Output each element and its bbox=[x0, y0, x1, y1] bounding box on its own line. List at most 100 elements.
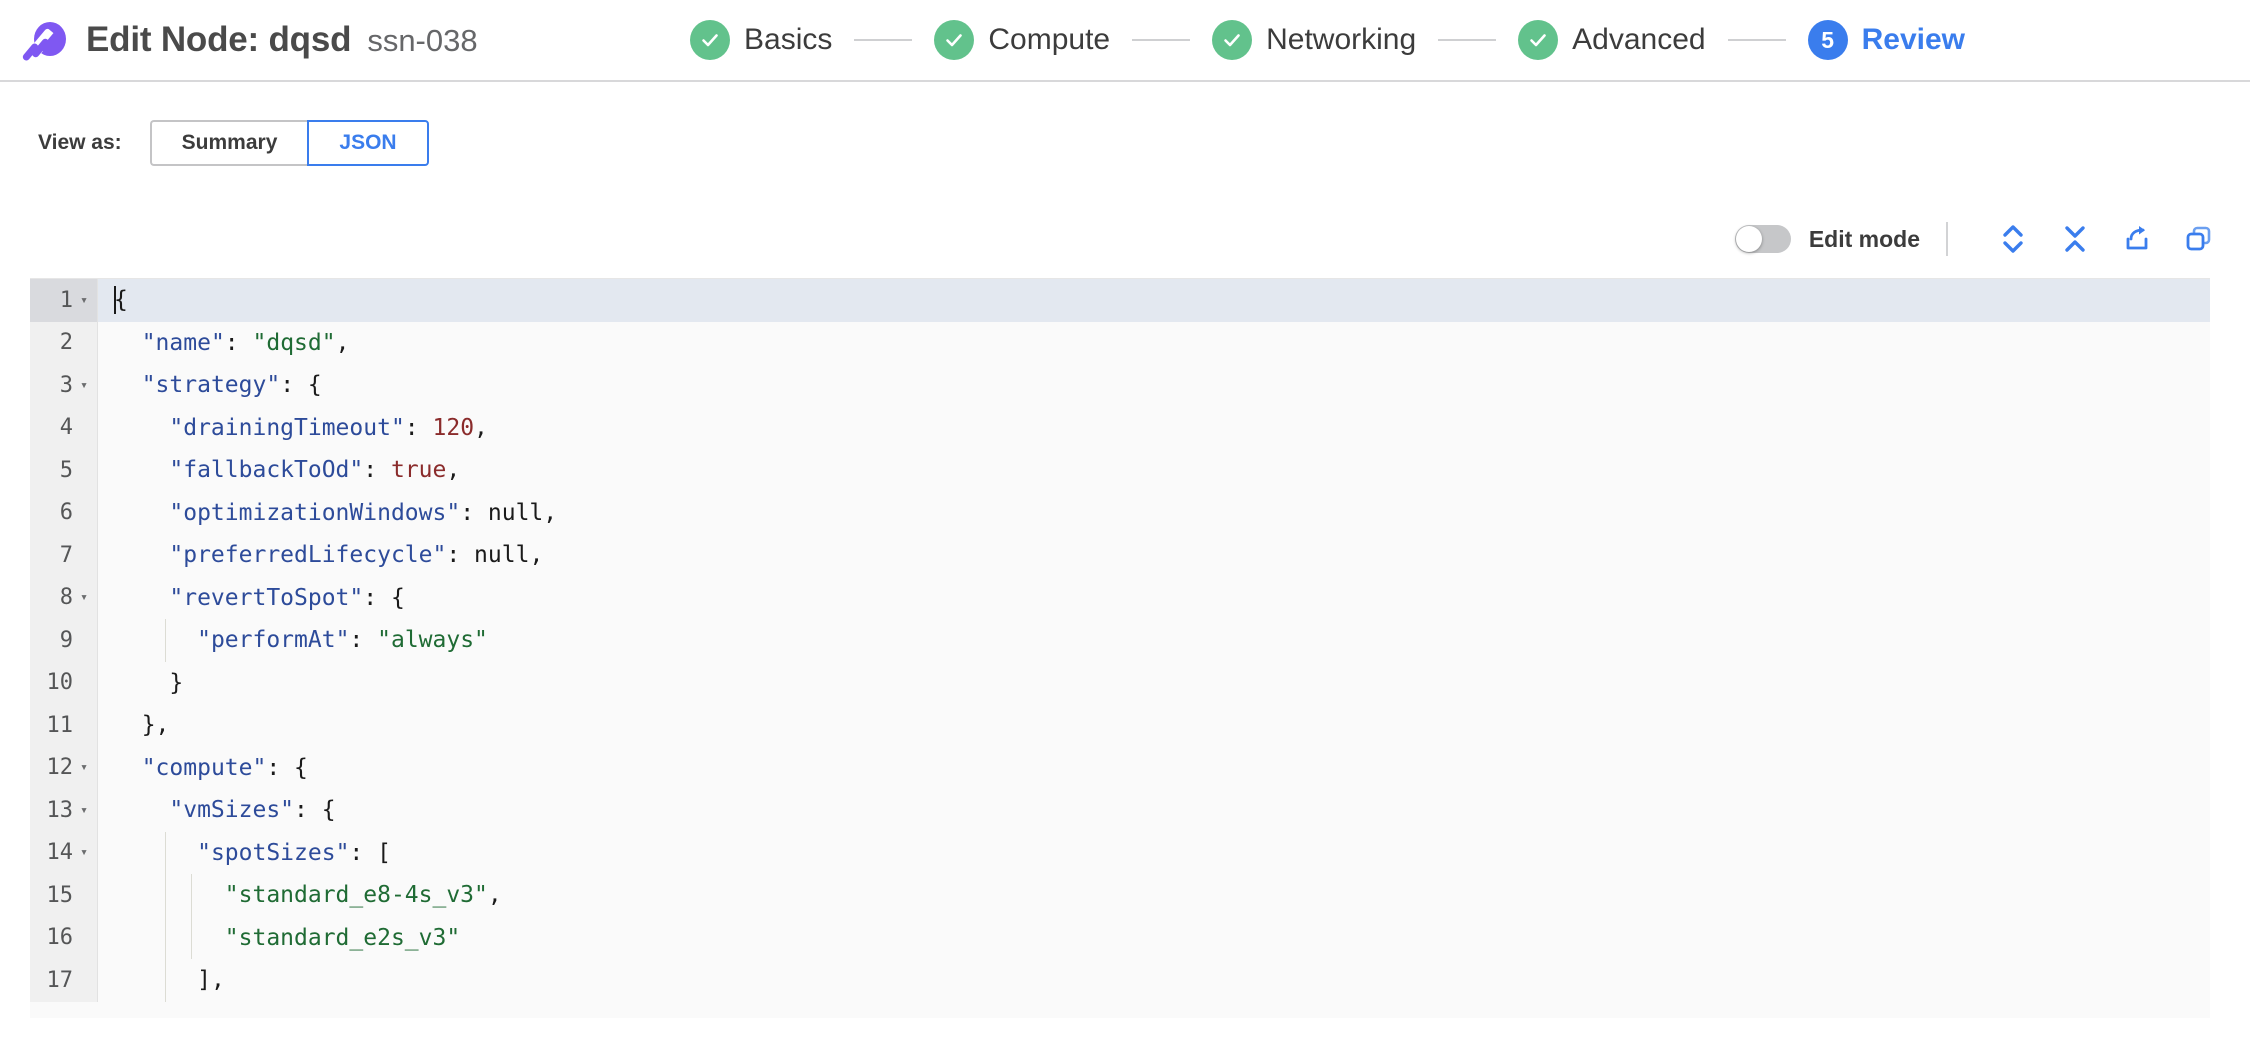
code-text[interactable]: "preferredLifecycle": null, bbox=[98, 534, 2210, 577]
code-line[interactable]: 17 ], bbox=[30, 959, 2210, 1002]
code-text[interactable]: "standard_e2s_v3" bbox=[98, 916, 2210, 959]
view-as-row: View as: Summary JSON bbox=[0, 82, 2250, 166]
json-token-key: "performAt" bbox=[197, 627, 350, 654]
stepper-item-basics[interactable]: Basics bbox=[690, 20, 832, 60]
code-line[interactable]: 16 "standard_e2s_v3" bbox=[30, 916, 2210, 959]
stepper-item-networking[interactable]: Networking bbox=[1212, 20, 1416, 60]
collapse-all-icon[interactable] bbox=[2052, 219, 2098, 259]
line-number: 16 bbox=[46, 925, 74, 951]
indent-space bbox=[114, 372, 142, 398]
indent-guide bbox=[165, 619, 166, 662]
json-token-key: "revertToSpot" bbox=[169, 584, 364, 611]
line-number: 6 bbox=[59, 500, 73, 526]
fold-toggle-icon[interactable]: ▾ bbox=[80, 292, 88, 308]
code-line[interactable]: 4 "drainingTimeout": 120, bbox=[30, 406, 2210, 450]
code-text[interactable]: "standard_e8-4s_v3", bbox=[98, 874, 2210, 917]
line-number: 5 bbox=[59, 457, 73, 483]
line-number: 12 bbox=[46, 755, 74, 781]
fold-toggle-icon[interactable]: ▾ bbox=[80, 377, 88, 393]
expand-all-icon[interactable] bbox=[1990, 219, 2036, 259]
edit-mode-toggle[interactable] bbox=[1734, 225, 1791, 253]
step-connector bbox=[1132, 39, 1191, 41]
json-editor[interactable]: 1▾{2 "name": "dqsd", 3 ▾ "strategy": {4 "d… bbox=[30, 278, 2210, 1018]
line-number-gutter: 10 bbox=[30, 661, 98, 704]
code-line[interactable]: 13▾ "vmSizes": { bbox=[30, 789, 2210, 832]
json-token-str: "standard_e8-4s_v3" bbox=[224, 882, 488, 909]
indent-space bbox=[114, 627, 197, 653]
indent-space bbox=[114, 330, 142, 356]
line-number: 11 bbox=[46, 712, 74, 738]
stepper-item-compute[interactable]: Compute bbox=[934, 20, 1110, 60]
line-number-gutter: 2 bbox=[30, 321, 98, 364]
view-as-json-button[interactable]: JSON bbox=[307, 120, 429, 166]
stepper-label: Advanced bbox=[1572, 23, 1706, 56]
view-as-summary-button[interactable]: Summary bbox=[149, 120, 308, 166]
code-text[interactable]: ], bbox=[98, 959, 2210, 1002]
fold-toggle-icon[interactable]: ▾ bbox=[80, 802, 88, 818]
indent-guide bbox=[165, 874, 166, 917]
json-token-punc: }, bbox=[141, 712, 170, 739]
code-line[interactable]: 15 "standard_e8-4s_v3", bbox=[30, 874, 2210, 917]
copy-icon[interactable] bbox=[2176, 219, 2222, 259]
line-number-gutter: 17 bbox=[30, 959, 98, 1002]
line-number-gutter: 8▾ bbox=[30, 576, 98, 619]
step-connector bbox=[1727, 39, 1786, 41]
code-text[interactable]: "revertToSpot": { bbox=[98, 577, 2210, 620]
indent-space bbox=[114, 457, 169, 483]
code-text[interactable]: "drainingTimeout": 120, bbox=[98, 407, 2210, 450]
stepper-item-advanced[interactable]: Advanced bbox=[1518, 20, 1706, 60]
code-text[interactable]: "vmSizes": { bbox=[98, 789, 2210, 832]
line-number: 15 bbox=[46, 882, 74, 908]
view-as-toggle-group[interactable]: Summary JSON bbox=[149, 120, 429, 166]
code-line[interactable]: 1▾{ bbox=[30, 279, 2210, 322]
fold-toggle-icon[interactable]: ▾ bbox=[80, 760, 88, 776]
code-text[interactable]: "optimizationWindows": null, bbox=[98, 492, 2210, 535]
json-token-key: "drainingTimeout" bbox=[169, 414, 405, 441]
json-token-punc: } bbox=[169, 669, 184, 696]
line-number: 8 bbox=[59, 585, 73, 611]
code-text[interactable]: }, bbox=[98, 704, 2210, 747]
code-line[interactable]: 9 "performAt": "always" bbox=[30, 619, 2210, 662]
code-line[interactable]: 2 "name": "dqsd", bbox=[30, 321, 2210, 365]
step-connector bbox=[1438, 39, 1497, 41]
text-cursor bbox=[114, 286, 116, 315]
code-line[interactable]: 5 "fallbackToOd": true, bbox=[30, 449, 2210, 492]
line-number: 3 bbox=[59, 372, 73, 398]
json-token-punc: , bbox=[529, 542, 544, 569]
code-text[interactable]: "fallbackToOd": true, bbox=[98, 449, 2210, 492]
code-text[interactable]: "name": "dqsd", bbox=[98, 322, 2210, 365]
step-number-badge: 5 bbox=[1807, 20, 1848, 60]
code-text[interactable]: "performAt": "always" bbox=[98, 619, 2210, 662]
code-line[interactable]: 3 ▾ "strategy": { bbox=[30, 364, 2210, 407]
code-text[interactable]: "strategy": { bbox=[98, 364, 2210, 407]
indent-space bbox=[114, 500, 169, 526]
code-line[interactable]: 12 ▾ "compute": { bbox=[30, 746, 2210, 790]
line-number-gutter: 12 ▾ bbox=[30, 746, 98, 789]
indent-space bbox=[114, 797, 169, 823]
code-line[interactable]: 14 ▾ "spotSizes": [ bbox=[30, 831, 2210, 874]
code-line[interactable]: 6 "optimizationWindows": null, bbox=[30, 491, 2210, 535]
fold-toggle-icon[interactable]: ▾ bbox=[80, 845, 88, 861]
code-text[interactable]: "compute": { bbox=[98, 747, 2210, 790]
code-text[interactable]: } bbox=[98, 662, 2210, 705]
line-number-gutter: 1▾ bbox=[30, 279, 98, 322]
line-number-gutter: 15 bbox=[30, 874, 98, 917]
code-line[interactable]: 8▾ "revertToSpot": { bbox=[30, 576, 2210, 620]
line-number: 7 bbox=[59, 542, 73, 568]
json-token-key: "spotSizes" bbox=[197, 839, 350, 866]
json-token-punc: : { bbox=[294, 797, 336, 824]
code-text[interactable]: "spotSizes": [ bbox=[98, 831, 2210, 874]
share-icon[interactable] bbox=[2114, 219, 2160, 259]
line-number: 10 bbox=[46, 670, 74, 696]
fold-toggle-icon[interactable]: ▾ bbox=[80, 590, 88, 606]
line-number: 14 bbox=[46, 840, 74, 866]
code-line[interactable]: 11 }, bbox=[30, 704, 2210, 747]
code-text[interactable]: { bbox=[98, 279, 2210, 322]
title-group: Edit Node: dqsd ssn-038 bbox=[86, 20, 478, 60]
json-token-punc: : bbox=[446, 542, 475, 569]
json-token-punc: : bbox=[460, 499, 488, 526]
line-number: 17 bbox=[46, 967, 74, 993]
code-line[interactable]: 7 "preferredLifecycle": null, bbox=[30, 534, 2210, 577]
code-line[interactable]: 10 } bbox=[30, 661, 2210, 705]
